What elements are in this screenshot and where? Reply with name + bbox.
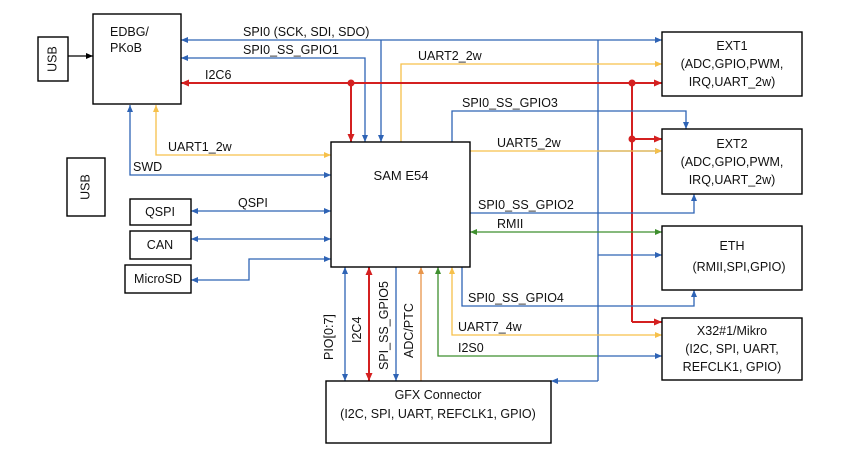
gfx-connector-block: GFX Connector (I2C, SPI, UART, REFCLK1, … <box>325 380 552 444</box>
eth-label-1: ETH <box>720 239 745 253</box>
ext1-block: EXT1 (ADC,GPIO,PWM, IRQ,UART_2w) <box>661 31 803 97</box>
swd-line <box>127 105 331 178</box>
spi0-ss-gpio3-line <box>451 110 689 142</box>
uart5-label: UART5_2w <box>497 136 562 150</box>
edbg-block: EDBG/ PKoB <box>92 13 182 105</box>
x32-label-2: (I2C, SPI, UART, <box>685 342 779 356</box>
edbg-label-1: EDBG/ <box>110 25 149 39</box>
qspi-label: QSPI <box>145 205 175 219</box>
x32-label-3: REFCLK1, GPIO) <box>683 360 782 374</box>
edbg-label-2: PKoB <box>110 41 142 55</box>
gfx-label-1: GFX Connector <box>395 388 482 402</box>
spi0-ss-gpio3-label: SPI0_SS_GPIO3 <box>462 96 558 110</box>
qspi-block: QSPI <box>129 198 192 226</box>
sam-e54-label: SAM E54 <box>374 168 429 183</box>
eth-label-2: (RMII,SPI,GPIO) <box>692 260 785 274</box>
junction-dot <box>628 79 636 87</box>
ext2-label-2: (ADC,GPIO,PWM, <box>681 155 784 169</box>
spi0-label: SPI0 (SCK, SDI, SDO) <box>243 25 369 39</box>
uart2-line <box>400 61 662 142</box>
spi0-ss-gpio1-label: SPI0_SS_GPIO1 <box>243 43 339 57</box>
junction-dot <box>628 135 636 143</box>
spi-ss-gpio5-label: SPI_SS_GPIO5 <box>377 281 391 370</box>
ext1-label-3: IRQ,UART_2w) <box>689 75 776 89</box>
spi0-ss-gpio1-line <box>181 55 368 142</box>
pio-label: PIO[0:7] <box>322 314 336 360</box>
ext1-label-1: EXT1 <box>716 39 747 53</box>
usb-left-block: USB <box>66 157 106 217</box>
microsd-line <box>191 256 331 283</box>
can-label: CAN <box>147 238 173 252</box>
i2c6-label: I2C6 <box>205 68 231 82</box>
gfx-label-2: (I2C, SPI, UART, REFCLK1, GPIO) <box>340 407 536 421</box>
uart2-label: UART2_2w <box>418 49 483 63</box>
microsd-label: MicroSD <box>134 272 182 286</box>
i2s0-line <box>435 267 598 357</box>
uart7-line <box>449 267 662 338</box>
ext2-block: EXT2 (ADC,GPIO,PWM, IRQ,UART_2w) <box>661 128 803 195</box>
spi0-ss-gpio2-label: SPI0_SS_GPIO2 <box>478 198 574 212</box>
ext2-label-1: EXT2 <box>716 137 747 151</box>
can-block: CAN <box>129 230 192 260</box>
i2s0-label: I2S0 <box>458 341 484 355</box>
swd-label: SWD <box>133 160 162 174</box>
rmii-label: RMII <box>497 217 523 231</box>
eth-block: ETH (RMII,SPI,GPIO) <box>661 225 803 291</box>
spi0-ss-gpio4-label: SPI0_SS_GPIO4 <box>468 291 564 305</box>
microsd-block: MicroSD <box>124 264 192 294</box>
adc-ptc-label: ADC/PTC <box>402 303 416 358</box>
x32-label-1: X32#1/Mikro <box>697 324 767 338</box>
sam-e54-block: SAM E54 <box>330 141 471 268</box>
uart1-label: UART1_2w <box>168 140 233 154</box>
usb-top-block: USB <box>37 36 69 82</box>
uart7-label: UART7_4w <box>458 320 523 334</box>
ext1-label-2: (ADC,GPIO,PWM, <box>681 57 784 71</box>
spi0-ss-gpio2-line <box>470 194 697 214</box>
x32-mikro-block: X32#1/Mikro (I2C, SPI, UART, REFCLK1, GP… <box>661 317 803 381</box>
qspi-signal-label: QSPI <box>238 196 268 210</box>
i2c4-label: I2C4 <box>350 317 364 343</box>
ext2-label-3: IRQ,UART_2w) <box>689 173 776 187</box>
junction-dot <box>347 79 355 87</box>
usb-left-label: USB <box>78 174 92 200</box>
usb-top-label: USB <box>45 46 59 72</box>
